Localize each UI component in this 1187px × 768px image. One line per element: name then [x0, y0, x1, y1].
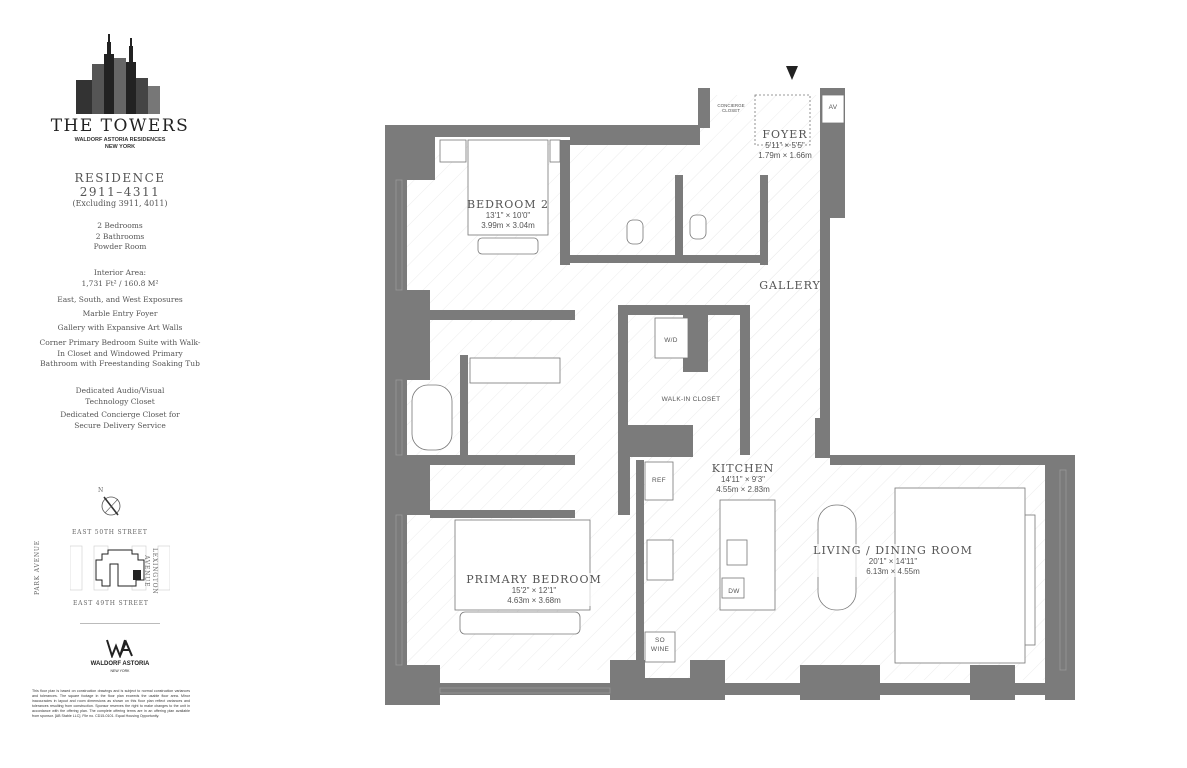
room-dim-imperial: 14'11" × 9'3": [721, 475, 765, 484]
av-closet: [821, 94, 845, 124]
residence-title: RESIDENCE 2911–4311: [20, 171, 220, 199]
room-counts: 2 Bedrooms 2 Bathrooms Powder Room: [20, 221, 220, 253]
brand-subtitle-line: NEW YORK: [104, 144, 136, 150]
dw-label: DW: [728, 588, 740, 595]
north-label: N: [98, 487, 105, 494]
area-value: 1,731 Ft² / 160.8 M²: [81, 278, 159, 288]
entry-door: [754, 94, 811, 146]
brand-title: THE TOWERS: [50, 116, 190, 136]
the-towers-logo: [76, 34, 160, 114]
room-dim-metric: 1.79m × 1.66m: [758, 151, 812, 160]
ref-label: REF: [652, 477, 666, 484]
room-count: Powder Room: [93, 242, 147, 251]
room-dim-imperial: 5'11" × 5'5": [765, 141, 805, 150]
wine-label: SO WINE: [651, 636, 669, 654]
room-name: FOYER: [762, 128, 808, 141]
room-dim-metric: 3.99m × 3.04m: [481, 221, 535, 230]
room-dim-metric: 4.55m × 2.83m: [716, 485, 770, 494]
bed-bedroom2: [467, 139, 549, 236]
feature-3: Corner Primary Bedroom Suite with Walk-I…: [39, 338, 201, 368]
label-line: CONCIERGE: [717, 103, 745, 108]
primary-bedroom-label: PRIMARY BEDROOM 15'2" × 12'1" 4.63m × 3.…: [466, 573, 602, 606]
range: [646, 539, 674, 581]
waldorf-city: NEW YORK: [110, 669, 130, 673]
residence-note: (Excluding 3911, 4011): [72, 199, 168, 208]
room-name: BEDROOM 2: [466, 198, 550, 211]
feature-5: Dedicated Concierge Closet for Secure De…: [60, 410, 180, 430]
room-dim-imperial: 15'2" × 12'1": [511, 586, 557, 595]
room-dim-imperial: 13'1" × 10'0": [485, 211, 531, 220]
legal-disclaimer: This floor plan is based on construction…: [32, 689, 190, 718]
room-name: LIVING / DINING ROOM: [813, 544, 973, 557]
feature-4: Dedicated Audio/Visual Technology Closet: [75, 386, 165, 406]
av-closet-label: AV: [828, 104, 838, 111]
windows: [395, 179, 1067, 694]
room-name: KITCHEN: [711, 462, 775, 475]
room-dim-imperial: 20'1" × 14'11": [868, 557, 918, 566]
label-line: WINE: [650, 646, 670, 653]
interior-area: Interior Area: 1,731 Ft² / 160.8 M²: [20, 268, 220, 289]
north-compass-icon: [101, 496, 121, 516]
walls: [385, 88, 1075, 705]
foyer-label: FOYER 5'11" × 5'5" 1.79m × 1.66m: [758, 128, 812, 161]
key-plan: [70, 545, 170, 591]
waldorf-name: WALDORF ASTORIA: [90, 661, 150, 667]
wd-label: W/D: [664, 337, 678, 344]
room-dim-metric: 6.13m × 4.55m: [866, 567, 920, 576]
room-dim-metric: 4.63m × 3.68m: [507, 596, 561, 605]
feature-0: East, South, and West Exposures: [57, 295, 183, 304]
divider: [80, 623, 160, 624]
feature-1: Marble Entry Foyer: [82, 309, 158, 318]
bedroom2-label: BEDROOM 2 13'1" × 10'0" 3.99m × 3.04m: [467, 198, 549, 231]
north-street: EAST 50TH STREET: [72, 529, 148, 536]
brand-subtitle: WALDORF ASTORIA RESIDENCES NEW YORK: [20, 137, 220, 151]
living-dining-label: LIVING / DINING ROOM 20'1" × 14'11" 6.13…: [813, 544, 973, 577]
vanity: [469, 357, 561, 384]
label-line: CLOSET: [721, 108, 741, 113]
entry-arrow-icon: [786, 66, 798, 80]
waldorf-astoria-logo: [106, 639, 133, 658]
room-name: PRIMARY BEDROOM: [466, 573, 602, 586]
furniture: [411, 94, 1036, 664]
room-count: 2 Bedrooms: [97, 221, 143, 230]
feature-2: Gallery with Expansive Art Walls: [57, 323, 183, 332]
room-count: 2 Bathrooms: [95, 231, 145, 241]
kitchen-label: KITCHEN 14'11" × 9'3" 4.55m × 2.83m: [712, 462, 775, 495]
refrigerator: [644, 461, 674, 501]
residence-number: 2911–4311: [79, 185, 161, 199]
area-label: Interior Area:: [93, 268, 147, 277]
brand-subtitle-line: WALDORF ASTORIA RESIDENCES: [74, 137, 166, 143]
concierge-closet-label: CONCIERGE CLOSET: [717, 103, 744, 113]
washer-dryer: [654, 317, 689, 359]
gallery-label: GALLERY: [759, 279, 821, 292]
wine-fridge: [644, 631, 676, 663]
residence-heading: RESIDENCE: [74, 171, 166, 185]
label-line: SO: [654, 637, 665, 644]
walkin-closet-label: WALK-IN CLOSET: [661, 396, 721, 403]
toilet: [689, 214, 707, 240]
bathtub: [411, 384, 453, 451]
south-street: EAST 49TH STREET: [73, 600, 149, 607]
